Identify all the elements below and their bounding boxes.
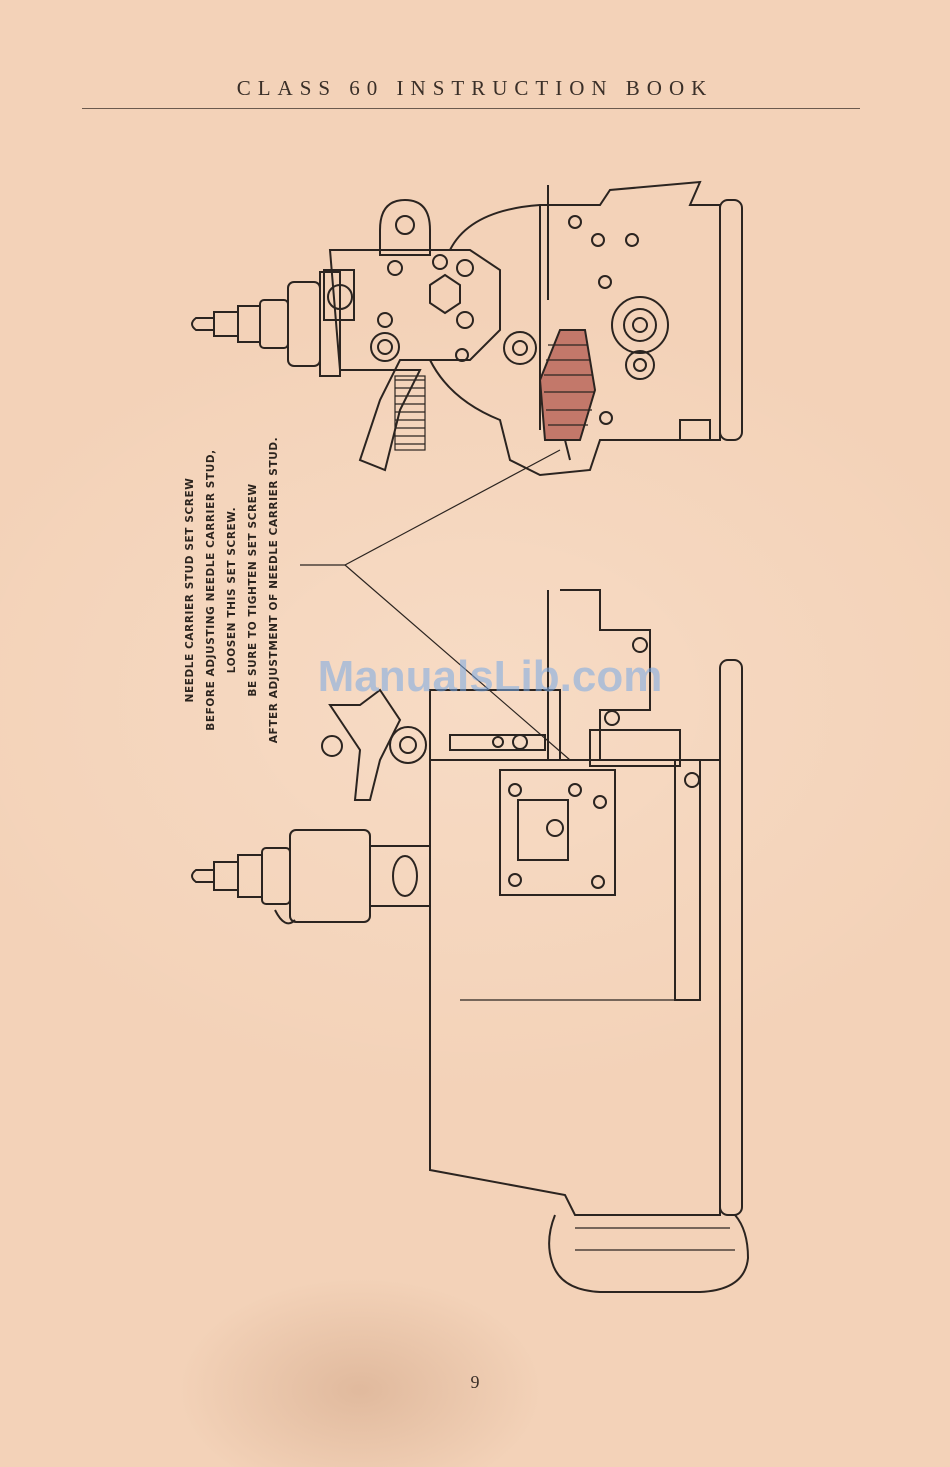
upper-head-assembly xyxy=(192,182,742,475)
page-number: 9 xyxy=(0,1372,950,1393)
leader-lines xyxy=(300,450,570,760)
watermark-text: ManualsLib.com xyxy=(280,652,700,702)
